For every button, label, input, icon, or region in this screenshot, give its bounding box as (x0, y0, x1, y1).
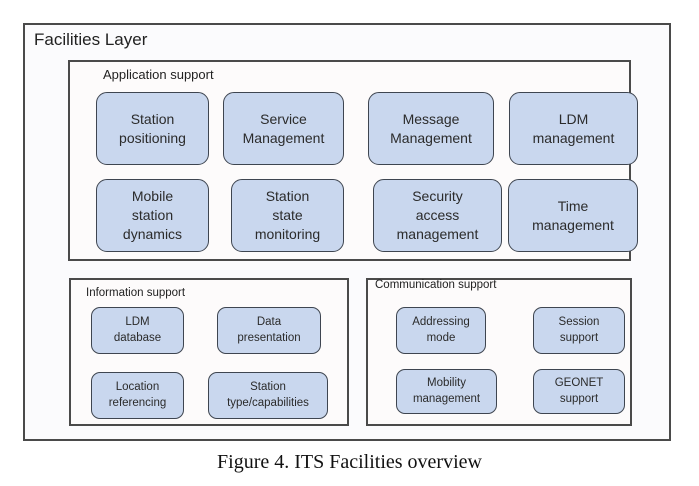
box-label: Security access management (396, 188, 479, 242)
box-label: Data presentation (237, 316, 301, 344)
box-label: Time management (532, 197, 614, 233)
box-label: Message Management (390, 110, 472, 146)
comm-box-geonet-support: GEONET support (533, 369, 625, 414)
app-box-service-management: Service Management (223, 92, 344, 165)
info-box-data-presentation: Data presentation (217, 307, 321, 354)
comm-box-session-support: Session support (533, 307, 625, 354)
box-label: Session support (558, 316, 600, 344)
box-label: Station state monitoring (254, 188, 321, 242)
box-label: Station positioning (119, 110, 186, 146)
box-label: Mobile station dynamics (122, 188, 183, 242)
box-label: Addressing mode (412, 316, 470, 344)
app-box-station-positioning: Station positioning (96, 92, 209, 165)
app-box-security-access-management: Security access management (373, 179, 502, 252)
figure-caption: Figure 4. ITS Facilities overview (217, 451, 482, 473)
comm-box-mobility-management: Mobility management (396, 369, 497, 414)
box-label: LDM management (532, 110, 615, 146)
comm-box-addressing-mode: Addressing mode (396, 307, 486, 354)
app-box-ldm-management: LDM management (509, 92, 638, 165)
communication-support-title: Communication support (375, 279, 497, 291)
app-box-time-management: Time management (508, 179, 638, 252)
application-support-title: Application support (103, 67, 214, 82)
facilities-layer-title: Facilities Layer (34, 30, 148, 49)
box-label: Location referencing (108, 381, 167, 409)
info-box-ldm-database: LDM database (91, 307, 184, 354)
box-label: LDM database (113, 316, 162, 344)
app-box-station-state-monitoring: Station state monitoring (231, 179, 344, 252)
box-label: Mobility management (412, 377, 481, 405)
box-label: Station type/capabilities (227, 381, 309, 409)
box-label: Service Management (242, 110, 325, 146)
information-support-title: Information support (86, 287, 186, 299)
app-box-message-management: Message Management (368, 92, 494, 165)
info-box-station-type-capabilities: Station type/capabilities (208, 372, 328, 419)
info-box-location-referencing: Location referencing (91, 372, 184, 419)
box-label: GEONET support (554, 377, 604, 405)
app-box-mobile-station-dynamics: Mobile station dynamics (96, 179, 209, 252)
